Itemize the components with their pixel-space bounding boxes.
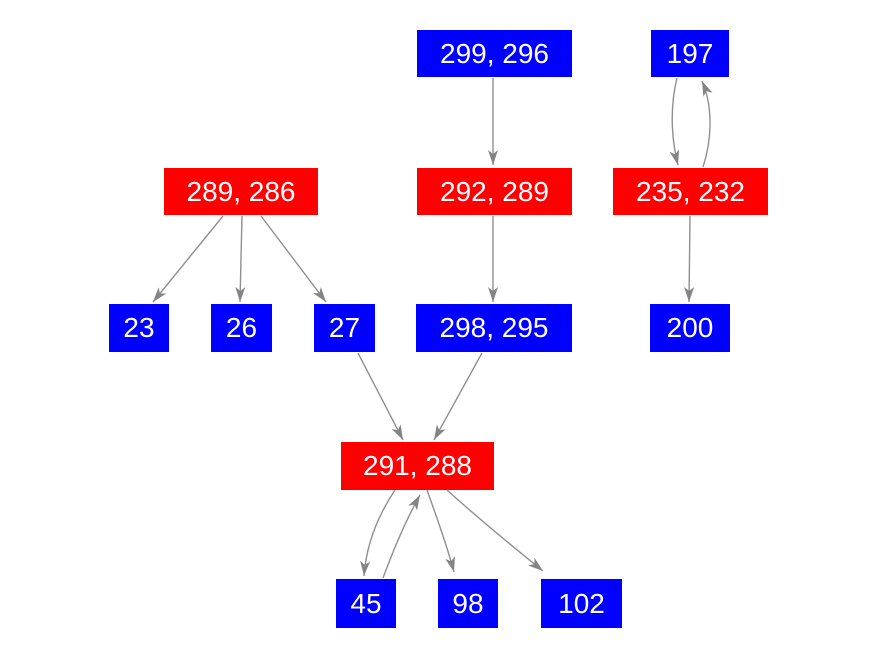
graph-node-45: 45 — [336, 579, 396, 628]
graph-node-200: 200 — [650, 304, 730, 352]
graph-node-label: 98 — [452, 587, 484, 619]
edge-197-to-235_232 — [669, 77, 680, 166]
graph-node-26: 26 — [211, 304, 272, 352]
edge-289_286-to-27 — [260, 215, 327, 303]
graph-node-27: 27 — [314, 304, 375, 352]
graph-node-label: 292, 289 — [440, 175, 549, 207]
edge-289_286-to-26 — [235, 215, 246, 303]
edge-45-to-291_288 — [382, 494, 421, 579]
edge-291_288-to-98 — [426, 489, 455, 573]
graph-node-291_288: 291, 288 — [341, 442, 494, 490]
graph-node-label: 26 — [225, 312, 258, 343]
graph-node-label: 289, 286 — [186, 175, 296, 207]
edge-235_232-to-197 — [701, 80, 713, 168]
graph-node-label: 23 — [123, 312, 155, 343]
graph-node-298_295: 298, 295 — [416, 304, 572, 352]
graph-node-235_232: 235, 232 — [613, 168, 768, 215]
graph-node-299_296: 299, 296 — [417, 30, 572, 77]
graph-node-label: 298, 295 — [439, 312, 549, 343]
edge-27-to-291_288 — [357, 352, 404, 441]
graph-node-292_289: 292, 289 — [417, 168, 572, 215]
graph-node-label: 299, 296 — [440, 37, 549, 69]
graph-node-label: 27 — [328, 312, 361, 343]
graph-node-label: 102 — [558, 587, 605, 619]
graph-node-label: 200 — [666, 312, 714, 343]
graph-node-102: 102 — [541, 579, 622, 628]
edge-289_286-to-23 — [152, 215, 224, 303]
graph-node-23: 23 — [109, 304, 169, 352]
graph-node-label: 291, 288 — [363, 450, 472, 481]
edge-291_288-to-102 — [446, 489, 544, 572]
graph-node-label: 235, 232 — [636, 175, 745, 207]
edge-235_232-to-200 — [684, 215, 695, 303]
graph-node-197: 197 — [651, 30, 729, 77]
graph-node-label: 45 — [350, 587, 382, 619]
graph-node-98: 98 — [438, 579, 498, 628]
graph-node-289_286: 289, 286 — [164, 168, 318, 215]
edge-298_295-to-291_288 — [433, 352, 483, 441]
edge-291_288-to-45 — [360, 489, 396, 577]
graph-node-label: 197 — [666, 37, 714, 69]
